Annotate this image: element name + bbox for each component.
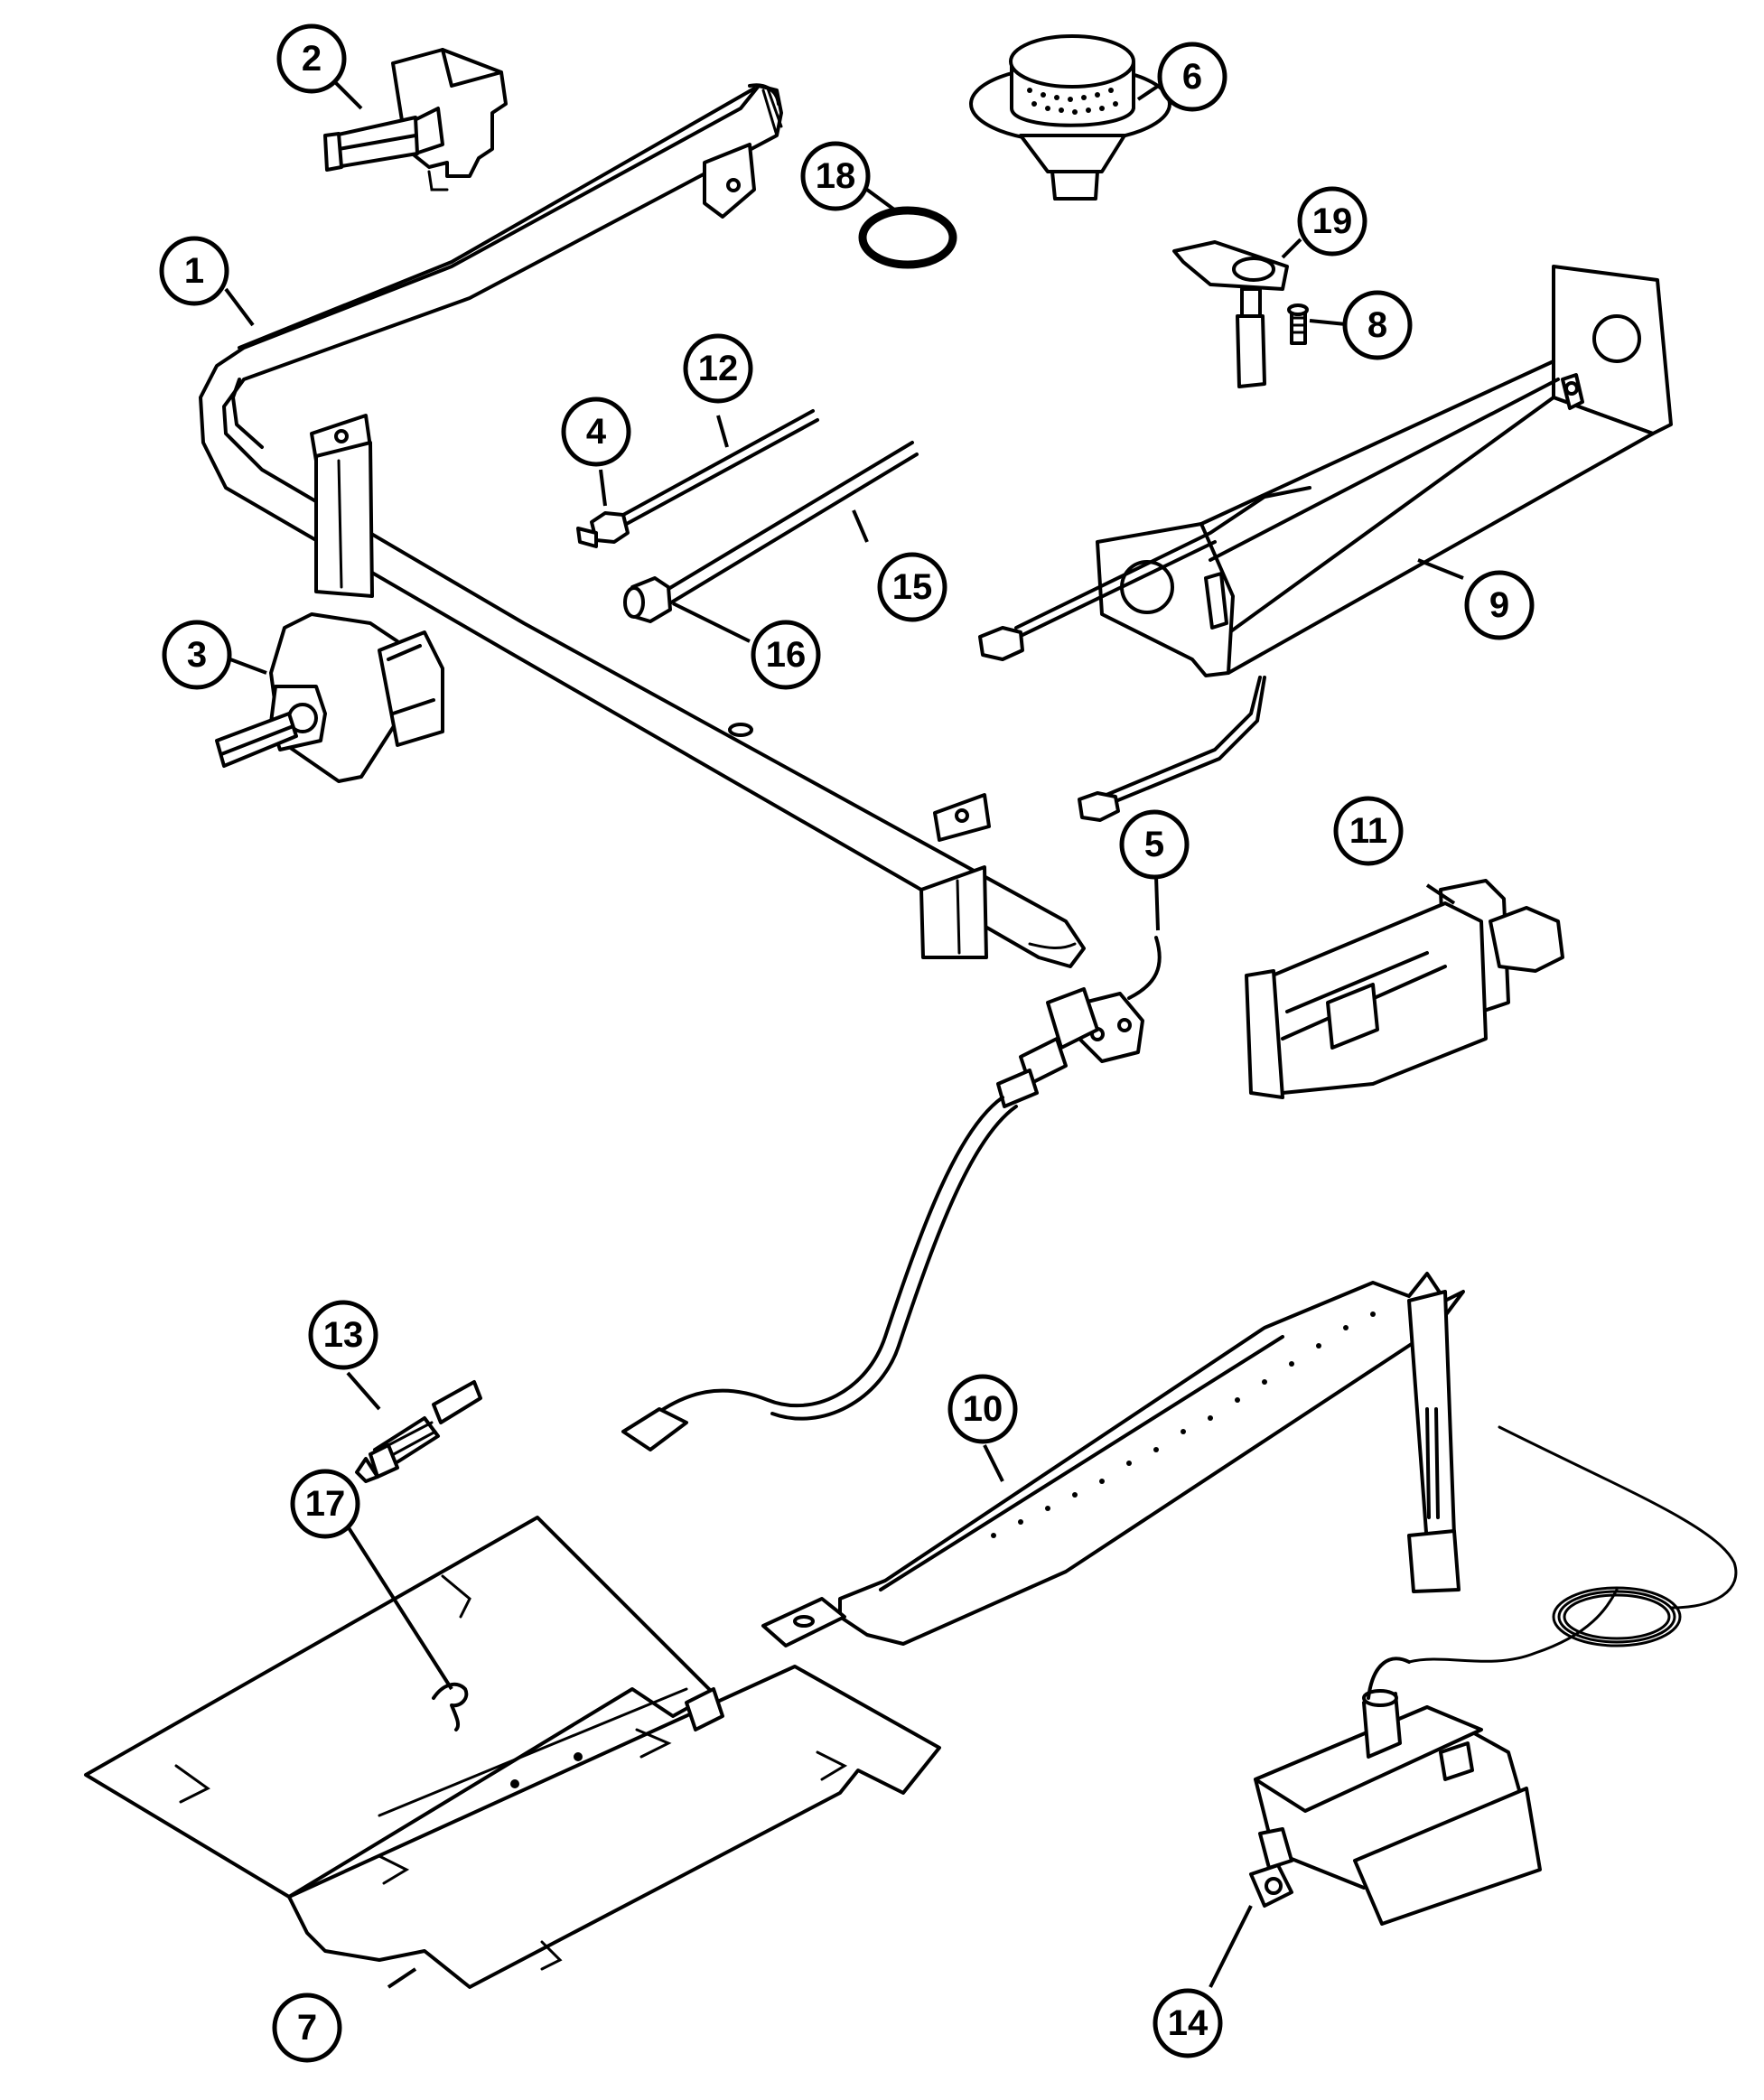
gas-tube-12-icon — [621, 409, 819, 527]
svg-text:15: 15 — [892, 567, 933, 607]
svg-text:14: 14 — [1168, 2003, 1209, 2043]
svg-text:19: 19 — [1312, 201, 1353, 241]
callout-17: 17 — [290, 1469, 360, 1539]
svg-text:2: 2 — [302, 39, 322, 79]
svg-text:12: 12 — [698, 349, 739, 388]
svg-text:3: 3 — [187, 635, 207, 675]
thermostat-valve-icon — [215, 612, 444, 783]
svg-text:9: 9 — [1489, 585, 1509, 625]
o-ring-icon — [858, 206, 957, 269]
callout-15: 15 — [877, 552, 947, 622]
svg-text:7: 7 — [297, 2008, 317, 2048]
pilot-bracket-icon — [1245, 879, 1564, 1099]
callout-5: 5 — [1119, 809, 1190, 880]
callout-4: 4 — [561, 397, 631, 467]
safety-valve-icon — [1249, 1425, 1738, 1926]
gas-manifold-pipe-icon — [199, 83, 1086, 968]
callout-9: 9 — [1464, 570, 1535, 640]
svg-text:10: 10 — [963, 1389, 1003, 1429]
svg-text:18: 18 — [816, 156, 856, 196]
callout-13: 13 — [308, 1300, 378, 1370]
callout-1: 1 — [159, 236, 229, 306]
svg-text:5: 5 — [1144, 825, 1164, 864]
callout-8: 8 — [1342, 290, 1413, 360]
burner-box-bracket-icon — [978, 265, 1673, 822]
svg-text:17: 17 — [305, 1484, 346, 1524]
callout-18: 18 — [800, 141, 871, 211]
callout-10: 10 — [947, 1374, 1018, 1444]
igniter-bracket-icon — [1172, 240, 1289, 388]
orifice-spud-icon — [355, 1380, 482, 1483]
callout-12: 12 — [683, 333, 753, 404]
callout-11: 11 — [1333, 796, 1404, 866]
svg-text:6: 6 — [1182, 57, 1202, 97]
gas-tube-15-icon — [658, 441, 919, 609]
svg-text:4: 4 — [586, 412, 607, 452]
gas-valve-icon — [323, 48, 508, 191]
callout-6: 6 — [1157, 42, 1227, 112]
callout-2: 2 — [276, 23, 347, 94]
orifice-fitting-icon — [576, 511, 630, 548]
surface-burner-head-icon — [969, 34, 1171, 201]
oven-burner-tube-icon — [761, 1272, 1465, 1647]
svg-text:1: 1 — [184, 251, 204, 291]
callout-16: 16 — [751, 620, 821, 690]
svg-text:11: 11 — [1349, 811, 1387, 851]
screw-icon — [1287, 303, 1309, 345]
svg-text:16: 16 — [766, 635, 807, 675]
burner-baffle-plate-icon — [84, 1516, 941, 1989]
tube-fitting-icon — [623, 576, 672, 623]
leader-lines — [224, 70, 1464, 1989]
svg-text:8: 8 — [1367, 305, 1387, 345]
svg-text:13: 13 — [323, 1315, 364, 1355]
igniter-electrode-icon — [621, 936, 1162, 1451]
callout-3: 3 — [162, 620, 232, 690]
callout-14: 14 — [1153, 1988, 1223, 2058]
callout-7: 7 — [272, 1993, 342, 2063]
callout-19: 19 — [1297, 186, 1367, 257]
